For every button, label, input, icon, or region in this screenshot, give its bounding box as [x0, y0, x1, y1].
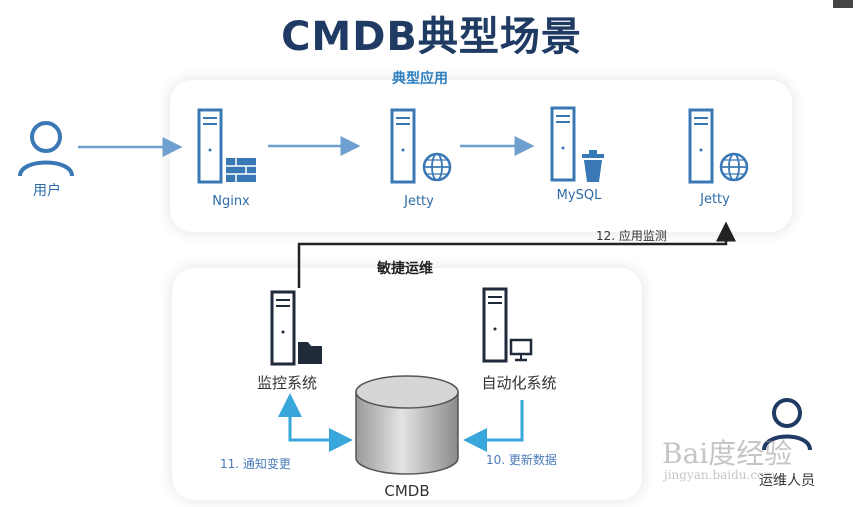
cmdb-label: CMDB [384, 482, 430, 500]
monitor-system-label: 监控系统 [256, 374, 317, 392]
jetty-label: Jetty [404, 194, 434, 209]
user-icon [18, 121, 74, 177]
notify-change-label: 11. 通知变更 [220, 457, 291, 471]
automation-system-label: 自动化系统 [481, 374, 557, 392]
jetty-server-2-icon [688, 108, 714, 184]
ops-person-label: 运维人员 [759, 473, 815, 489]
corner-mark [833, 0, 853, 8]
firewall-icon [226, 158, 256, 182]
nginx-server-icon [197, 108, 223, 184]
watermark-logo: Bai度经验 [662, 437, 793, 470]
automation-server-icon [482, 287, 508, 363]
globe-2-icon [719, 152, 749, 182]
watermark-url: jingyan.baidu.com [664, 468, 776, 482]
update-data-label: 10. 更新数据 [486, 453, 557, 467]
globe-icon [422, 152, 452, 182]
agile-ops-label: 敏捷运维 [377, 261, 433, 277]
arrow-app-monitor [297, 221, 736, 288]
typical-application-panel [170, 80, 792, 232]
monitor-server-icon [270, 290, 296, 366]
cmdb-database-icon [355, 375, 459, 475]
diagram-title: CMDB典型场景 [281, 14, 582, 60]
arrow-notify-change [278, 393, 348, 442]
mysql-label: MySQL [556, 188, 602, 203]
arrow-update-data [463, 400, 524, 452]
jetty-2-label: Jetty [700, 192, 730, 207]
mysql-server-icon [550, 106, 576, 182]
computer-monitor-icon [509, 338, 533, 362]
app-monitor-label: 12. 应用监测 [596, 229, 667, 243]
user-label: 用户 [33, 183, 61, 199]
nginx-label: Nginx [212, 194, 250, 209]
trash-icon [582, 150, 604, 182]
typical-application-label: 典型应用 [392, 71, 448, 87]
folder-icon [298, 342, 322, 364]
ops-person-icon [762, 398, 812, 451]
jetty-server-icon [390, 108, 416, 184]
